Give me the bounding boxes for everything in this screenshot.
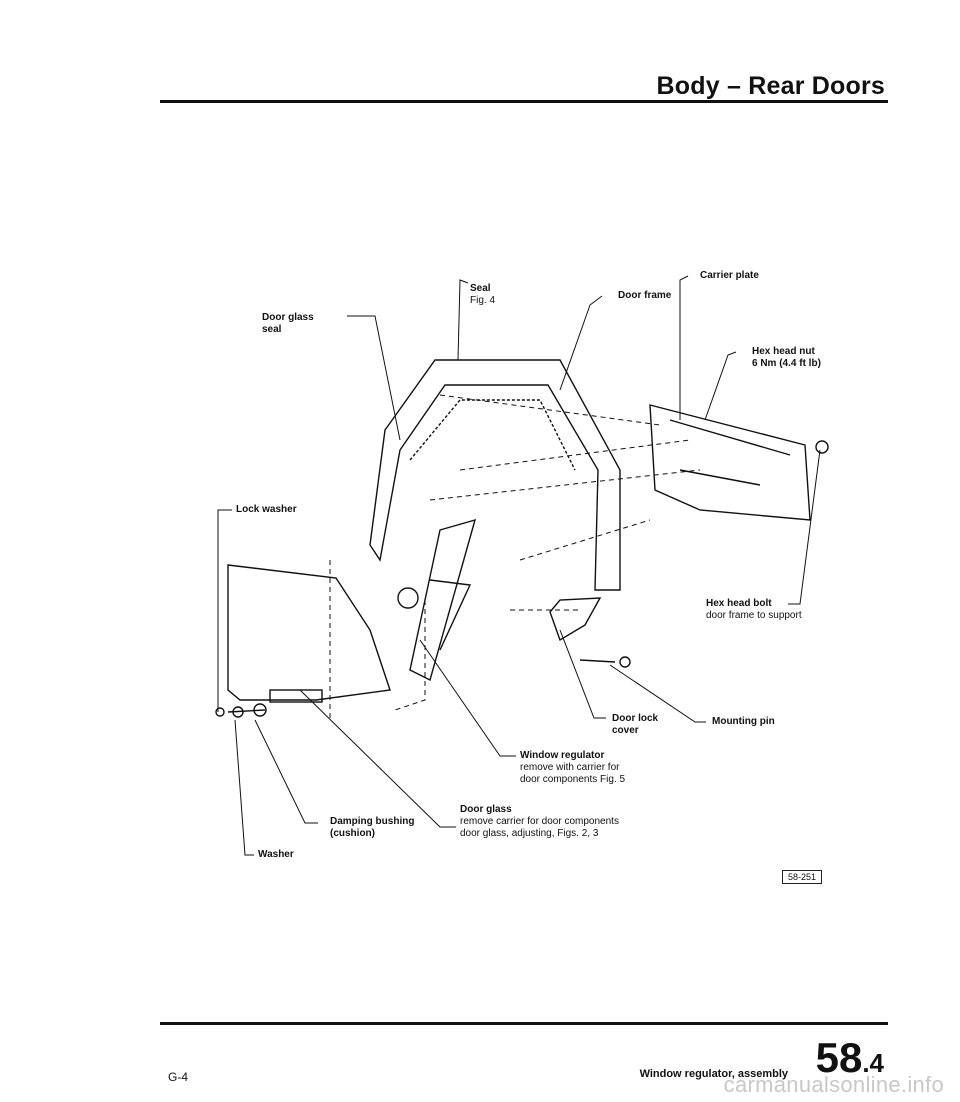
door-glass-pane — [227, 564, 391, 701]
page-header-title: Body – Rear Doors — [656, 72, 885, 100]
label-washer: Washer — [258, 849, 294, 860]
label-seal: Seal Fig. 4 — [470, 283, 496, 306]
watermark-text: carmanualsonline.info — [723, 1072, 944, 1097]
footer-page-code: G-4 — [168, 1070, 189, 1084]
regulator-rail — [409, 518, 477, 682]
regulator-motor — [397, 587, 419, 609]
mounting-pin-shape — [579, 659, 616, 663]
footer-section-number: 58.4 — [816, 1036, 884, 1085]
label-door-lock-cover: Door lock cover — [612, 713, 659, 736]
label-door-frame: Door frame — [618, 290, 672, 301]
footer-caption: Window regulator, assembly — [639, 1068, 788, 1080]
label-hex-head-nut: Hex head nut 6 Nm (4.4 ft lb) — [752, 346, 821, 369]
label-door-glass-seal: Door glass seal — [262, 312, 314, 335]
glass-channel — [269, 689, 323, 703]
label-carrier-plate: Carrier plate — [700, 270, 759, 281]
door-lock-cover-shape — [549, 597, 602, 642]
label-mounting-pin: Mounting pin — [712, 716, 775, 727]
label-hex-head-bolt: Hex head bolt door frame to support — [706, 598, 802, 621]
label-damping-bushing: Damping bushing (cushion) — [330, 816, 415, 839]
figure-reference-box: 58-251 — [782, 870, 823, 884]
label-window-regulator: Window regulator remove with carrier for… — [520, 750, 626, 785]
section-sub: .4 — [862, 1048, 884, 1078]
carrier-plate-shape — [649, 404, 811, 521]
seal-strip — [409, 399, 576, 471]
footer-rule — [160, 1022, 888, 1025]
door-frame — [369, 359, 621, 591]
label-door-glass: Door glass remove carrier for door compo… — [460, 804, 619, 839]
section-main: 58 — [815, 1034, 863, 1081]
header-rule — [160, 100, 888, 103]
label-lock-washer: Lock washer — [236, 504, 297, 515]
